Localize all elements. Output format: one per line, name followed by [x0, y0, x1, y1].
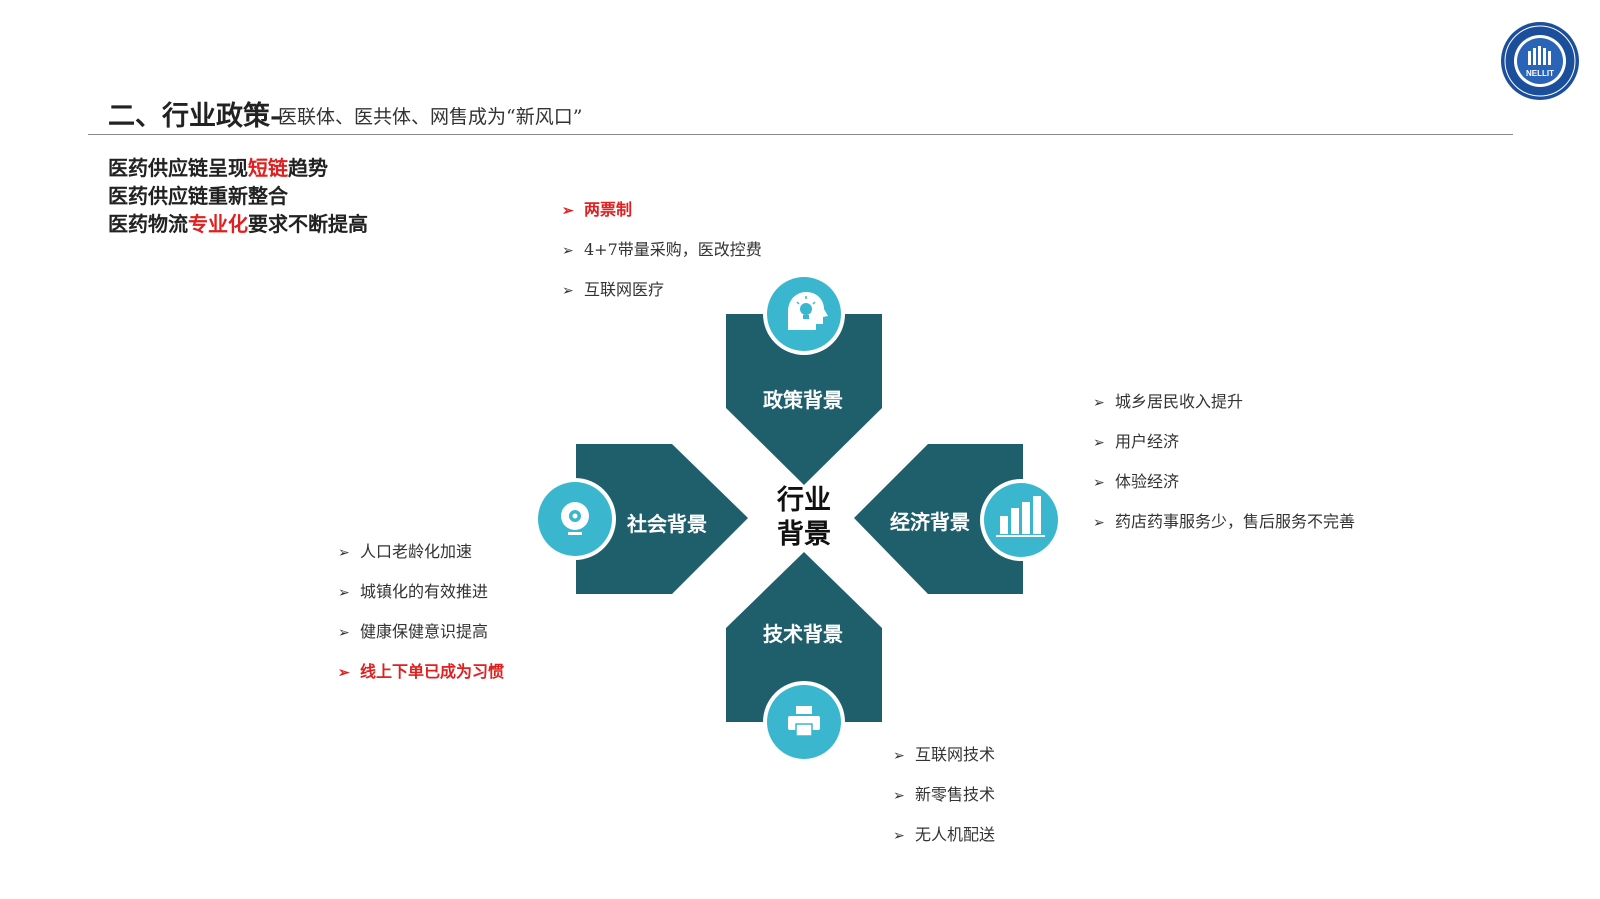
list-item: ➢药店药事服务少，售后服务不完善: [1093, 510, 1355, 550]
list-item: ➢互联网医疗: [562, 278, 762, 318]
arrow-bullet-icon: ➢: [338, 585, 350, 601]
society-arm-label: 社会背景: [627, 512, 707, 536]
arrow-bullet-icon: ➢: [562, 243, 574, 259]
economy-list: ➢城乡居民收入提升 ➢用户经济 ➢体验经济 ➢药店药事服务少，售后服务不完善: [1093, 390, 1355, 550]
arrow-bullet-icon: ➢: [562, 203, 574, 219]
economy-arm: [854, 444, 1023, 594]
title-divider: [88, 134, 1513, 135]
policy-arm: [726, 314, 882, 485]
arrow-bullet-icon: ➢: [338, 665, 350, 681]
arrow-bullet-icon: ➢: [893, 748, 905, 764]
list-item: ➢新零售技术: [893, 783, 995, 823]
center-label: 行业 背景: [752, 484, 856, 552]
printer-icon: [763, 681, 845, 763]
list-item: ➢线上下单已成为习惯: [338, 660, 504, 700]
arrow-bullet-icon: ➢: [893, 788, 905, 804]
summary-line-1: 医药供应链呈现短链趋势: [108, 156, 328, 180]
arrow-bullet-icon: ➢: [338, 625, 350, 641]
list-item: ➢体验经济: [1093, 470, 1355, 510]
logo-text: NELLIT: [1526, 69, 1554, 78]
technology-list: ➢互联网技术 ➢新零售技术 ➢无人机配送: [893, 743, 995, 863]
policy-list: ➢两票制 ➢4+7带量采购，医改控费 ➢互联网医疗: [562, 198, 762, 318]
technology-arm-label: 技术背景: [763, 622, 843, 646]
list-item: ➢两票制: [562, 198, 762, 238]
lightbulb-head-icon: [763, 273, 845, 355]
economy-arm-label: 经济背景: [890, 510, 970, 534]
summary-line-3: 医药物流专业化要求不断提高: [108, 212, 368, 236]
technology-arm: [726, 552, 882, 722]
arrow-bullet-icon: ➢: [338, 545, 350, 561]
policy-arm-label: 政策背景: [763, 388, 843, 412]
list-item: ➢互联网技术: [893, 743, 995, 783]
list-item: ➢健康保健意识提高: [338, 620, 504, 660]
list-item: ➢无人机配送: [893, 823, 995, 863]
page-title-text: 二、行业政策: [108, 101, 270, 132]
center-label-line-2: 背景: [777, 519, 831, 550]
list-item: ➢人口老龄化加速: [338, 540, 504, 580]
arrow-bullet-icon: ➢: [1093, 515, 1105, 531]
arrow-bullet-icon: ➢: [1093, 395, 1105, 411]
page-subtitle: 医联体、医共体、网售成为“新风口”: [278, 106, 583, 128]
society-arm: [576, 444, 748, 594]
arrow-bullet-icon: ➢: [893, 828, 905, 844]
webcam-icon: [534, 478, 616, 560]
center-label-line-1: 行业: [777, 485, 831, 516]
page-title: 二、行业政策–: [108, 94, 284, 133]
summary-line-2: 医药供应链重新整合: [108, 184, 288, 208]
title-dash: –: [270, 101, 284, 132]
list-item: ➢城乡居民收入提升: [1093, 390, 1355, 430]
list-item: ➢城镇化的有效推进: [338, 580, 504, 620]
list-item: ➢4+7带量采购，医改控费: [562, 238, 762, 278]
arrow-bullet-icon: ➢: [562, 283, 574, 299]
list-item: ➢用户经济: [1093, 430, 1355, 470]
arrow-bullet-icon: ➢: [1093, 475, 1105, 491]
institution-seal-icon: NELLIT: [1501, 22, 1579, 100]
arrow-bullet-icon: ➢: [1093, 435, 1105, 451]
bar-chart-icon: [980, 479, 1062, 561]
society-list: ➢人口老龄化加速 ➢城镇化的有效推进 ➢健康保健意识提高 ➢线上下单已成为习惯: [338, 540, 504, 700]
